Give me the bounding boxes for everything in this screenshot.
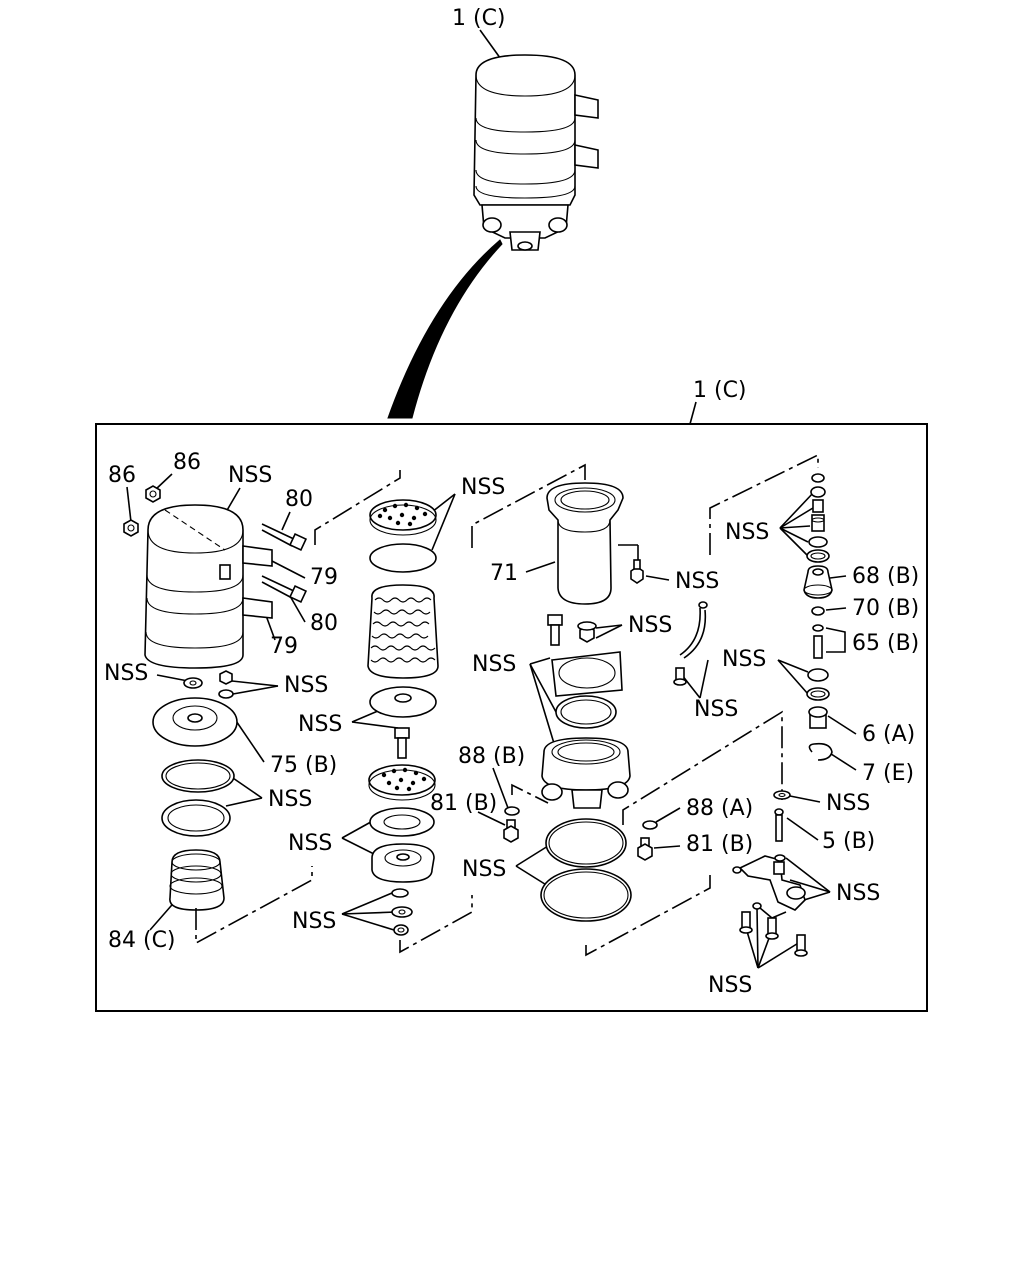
label-nss-filter-top: NSS	[461, 475, 505, 500]
label-80-a: 80	[285, 487, 313, 512]
label-nss-filter-bottom: NSS	[298, 712, 342, 737]
label-nss-base-gaskets: NSS	[472, 652, 516, 677]
cover-group: 86 86 NSS 80 79 80 79	[108, 450, 338, 669]
valve-group: NSS 68 (B) 70 (B) 65 (B) NSS 6 (A) 7 (E)	[709, 453, 919, 786]
label-6a: 6 (A)	[862, 722, 915, 747]
label-nss-base-nut: NSS	[628, 613, 672, 638]
label-88a: 88 (A)	[686, 796, 753, 821]
label-88b: 88 (B)	[458, 744, 525, 769]
label-nss-valve-mid: NSS	[722, 647, 766, 672]
label-81b-left: 81 (B)	[430, 791, 497, 816]
label-nss-nut: NSS	[284, 673, 328, 698]
filter-group: NSS NSS NSS NSS	[288, 470, 505, 954]
lower-left-group: NSS NSS 75 (B) NSS 84 (C)	[104, 661, 337, 953]
label-nss-small: NSS	[292, 909, 336, 934]
label-nss-washer-right: NSS	[826, 791, 870, 816]
label-81b-right: 81 (B)	[686, 832, 753, 857]
label-86-b: 86	[173, 450, 201, 475]
label-65b: 65 (B)	[852, 631, 919, 656]
label-nss-filter-lower: NSS	[288, 831, 332, 856]
label-frame-assembly: 1 (C)	[693, 378, 747, 403]
label-84c: 84 (C)	[108, 928, 176, 953]
label-nss-valve-top: NSS	[725, 520, 769, 545]
label-nss-cover: NSS	[228, 463, 272, 488]
diagram-frame	[95, 423, 928, 1012]
label-nss-rings: NSS	[268, 787, 312, 812]
label-71: 71	[490, 561, 518, 586]
label-nss-bowl-bolt: NSS	[675, 569, 719, 594]
label-86-a: 86	[108, 463, 136, 488]
label-75b: 75 (B)	[270, 753, 337, 778]
bowl-group: 71 NSS NSS NSS NSS	[471, 463, 783, 825]
top-assembly-drawing: 1 (C)	[387, 6, 599, 419]
label-5b: 5 (B)	[822, 829, 875, 854]
label-7e: 7 (E)	[862, 761, 914, 786]
label-nss-pipe: NSS	[694, 697, 738, 722]
label-nss-washer: NSS	[104, 661, 148, 686]
lower-middle-group: 88 (B) 81 (B) 88 (A) 81 (B) NSS	[430, 744, 753, 957]
label-80-b: 80	[310, 611, 338, 636]
label-top-assembly: 1 (C)	[452, 6, 506, 31]
label-nss-screws: NSS	[708, 973, 752, 998]
label-79-a: 79	[310, 565, 338, 590]
label-68b: 68 (B)	[852, 564, 919, 589]
label-nss-lower-rings: NSS	[462, 857, 506, 882]
label-nss-bracket: NSS	[836, 881, 880, 906]
label-70b: 70 (B)	[852, 596, 919, 621]
lower-right-group: NSS 5 (B) NSS NSS	[708, 790, 880, 998]
